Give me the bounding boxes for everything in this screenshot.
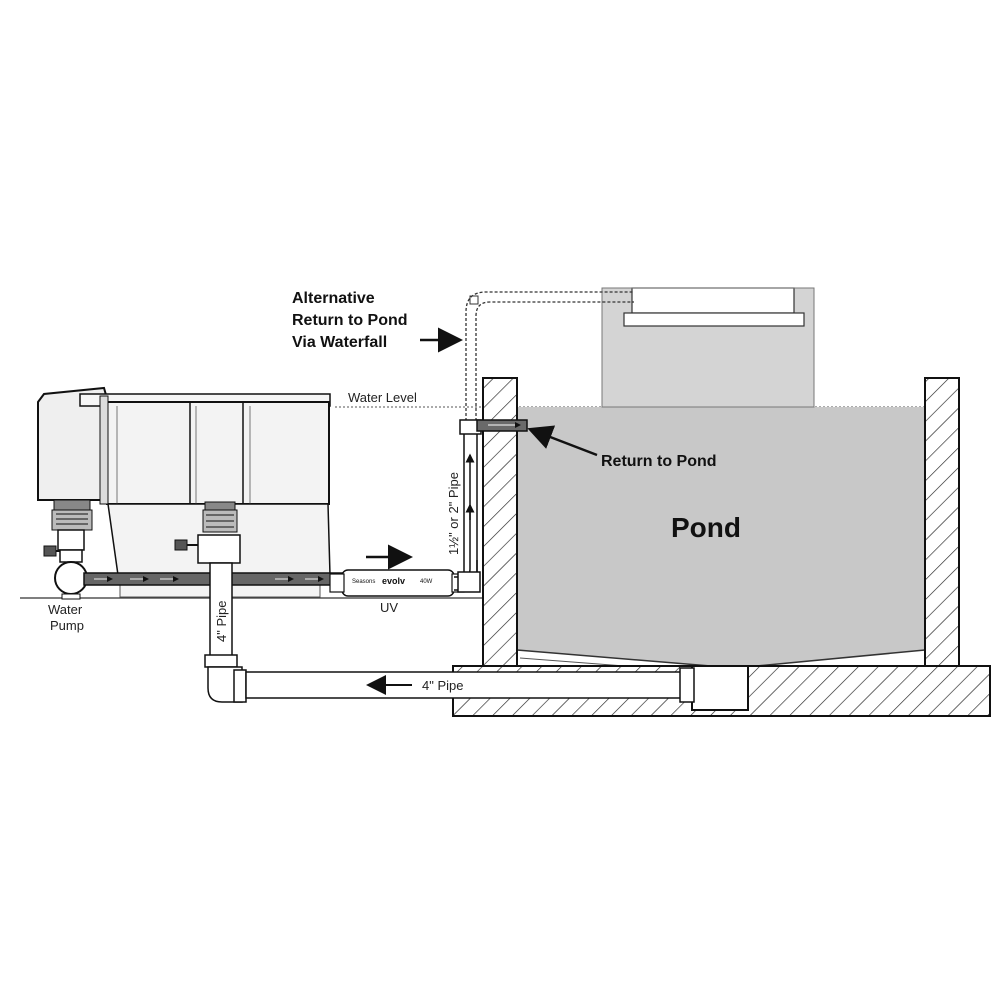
return-pointer-arrow	[527, 425, 598, 457]
drain-pipe-horizontal-label: 4" Pipe	[422, 678, 463, 693]
uv-brand-main: evolv	[382, 576, 405, 586]
water-pump-label-line2: Pump	[50, 618, 84, 633]
alt-return-label-line3: Via Waterfall	[292, 334, 387, 351]
uv-unit: Seasons evolv 40W	[329, 569, 465, 597]
drain-pipe-vertical-label: 4" Pipe	[214, 601, 229, 642]
return-to-pond-label: Return to Pond	[601, 453, 717, 470]
bottom-drain	[691, 665, 749, 711]
alt-return-label-line1: Alternative	[292, 290, 375, 307]
alt-return-label-line2: Return to Pond	[292, 312, 408, 329]
uv-brand-right: 40W	[420, 579, 433, 585]
water-level-label: Water Level	[348, 390, 417, 405]
water-pump	[43, 499, 93, 600]
uv-label: UV	[380, 600, 398, 615]
uv-brand-left: Seasons	[352, 579, 375, 585]
water-pump-label-line1: Water	[48, 602, 83, 617]
pond-right-wall	[924, 377, 960, 667]
drain-pipe-horizontal	[245, 671, 693, 699]
pond-water	[517, 407, 925, 668]
riser-pipe-label: 1½" or 2" Pipe	[446, 472, 461, 555]
alternative-return-pipe	[465, 291, 634, 426]
pond-label: Pond	[671, 512, 741, 543]
